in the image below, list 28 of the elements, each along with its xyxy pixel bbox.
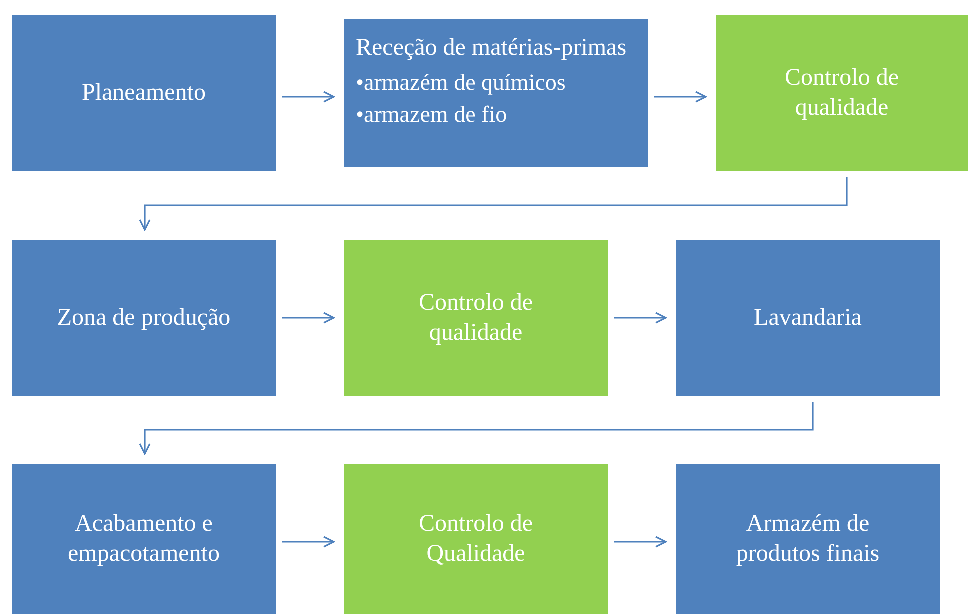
process-box [676,464,940,614]
bullet-item: •armazem de fio [356,101,508,129]
arrow [654,91,707,103]
box-title: Acabamento e empacotamento [67,510,221,569]
process-box [344,19,648,167]
box-title: Controlo de qualidade [418,289,534,348]
process-box [676,240,940,396]
quality-control-box [344,464,608,614]
box-title: Planeamento [82,79,206,108]
process-box [12,15,276,171]
arrow [614,536,667,548]
quality-control-box [344,240,608,396]
arrow [282,536,335,548]
arrow [282,312,335,324]
arrow [139,402,814,455]
arrow [139,177,848,231]
process-box [12,464,276,614]
box-title: Zona de produção [57,304,231,333]
box-title: Armazém de produtos finais [735,510,881,569]
bullet-item: •armazém de químicos [356,69,566,97]
process-box [12,240,276,396]
arrow [614,312,667,324]
box-title: Receção de matérias-primas [356,34,627,63]
quality-control-box [716,15,968,171]
box-title: Controlo de Qualidade [418,510,534,569]
arrow [282,91,335,103]
box-title: Lavandaria [754,304,862,333]
box-title: Controlo de qualidade [784,64,900,123]
